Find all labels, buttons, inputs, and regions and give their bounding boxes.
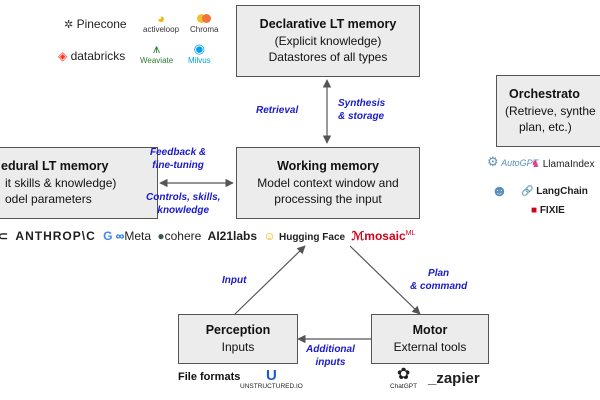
milvus-logo: ◉ Milvus: [188, 41, 211, 66]
file-formats-label: File formats: [178, 371, 240, 383]
procedural-memory-line2: odel parameters: [5, 192, 92, 207]
llamaindex-logo: ♞ LlamaIndex: [531, 159, 595, 170]
working-memory-line1: Model context window and: [257, 175, 399, 190]
orchestrator-box: Orchestrato (Retrieve, synthe plan, etc.…: [496, 75, 600, 147]
perception-title: Perception: [205, 323, 271, 337]
unstructured-icon: U: [266, 367, 277, 384]
label-synthesis-text: Synthesis: [338, 98, 386, 109]
label-finetuning-text: fine-tuning: [152, 160, 204, 171]
mosaic-ml-superscript: ML: [405, 230, 416, 237]
robot-icon: ☻: [491, 183, 508, 200]
label-input-text: Input: [222, 275, 247, 286]
label-retrieval-text: Retrieval: [256, 105, 299, 116]
perception-line1: Inputs: [221, 339, 255, 354]
robot-icon-logo: ☻: [491, 183, 508, 201]
anthropic-logo: ANTHROP\C: [15, 229, 96, 243]
chroma-logo: Chroma: [190, 12, 218, 34]
fixie-logo: ■ FIXIE: [531, 205, 565, 216]
meta-logo: Meta: [124, 229, 152, 243]
hugging-face-icon: ☺: [263, 229, 276, 243]
arrow-working-motor: [349, 245, 421, 315]
weaviate-logo: ⩚ Weaviate: [140, 41, 174, 66]
arrow-perception-working: [234, 245, 306, 315]
motor-box: Motor External tools: [371, 314, 489, 364]
orchestrator-title: Orchestrato: [509, 87, 580, 101]
zapier-logo: _zapier: [428, 370, 480, 387]
google-icon: G: [103, 229, 113, 243]
activeloop-logo: ◕ activeloop: [143, 11, 180, 34]
weaviate-icon: ⩚: [152, 41, 161, 56]
mosaic-logo: mosaic: [364, 229, 406, 243]
label-knowledge-text: knowledge: [157, 205, 210, 216]
declarative-memory-title: Declarative LT memory: [259, 17, 397, 31]
chatgpt-logo: ✿ ChatGPT: [390, 366, 418, 390]
activeloop-icon: ◕: [157, 11, 165, 26]
orchestrator-line2: plan, etc.): [519, 120, 572, 135]
milvus-icon: ◉: [193, 41, 205, 56]
databricks-logo: ◈ databricks: [58, 49, 126, 63]
label-retrieval: Retrieval: [256, 104, 298, 117]
file-formats-text: File formats: [178, 371, 241, 383]
declarative-memory-box: Declarative LT memory (Explicit knowledg…: [236, 5, 420, 77]
hugging-face-logo: Hugging Face: [278, 232, 346, 243]
pinecone-logo: ✲ Pinecone: [64, 17, 127, 31]
label-controls-text: Controls, skills,: [146, 192, 221, 203]
cohere-logo: cohere: [164, 229, 202, 243]
procedural-memory-line1: it skills & knowledge): [5, 175, 117, 190]
label-command-text: & command: [410, 281, 468, 292]
autogpt-icon: ⚙: [487, 154, 499, 169]
chatgpt-icon: ✿: [396, 366, 411, 383]
ai21-logo: AI21labs: [207, 229, 258, 243]
label-plan-command: Plan & command: [410, 267, 467, 293]
langchain-logo: 🔗 LangChain: [521, 186, 588, 197]
procedural-memory-title: edural LT memory: [1, 159, 109, 173]
label-feedback-finetuning: Feedback & fine-tuning: [150, 146, 206, 172]
label-synthesis-storage: Synthesis & storage: [338, 97, 385, 123]
meta-icon: ∞: [115, 229, 125, 243]
llama-icon: ♞: [531, 159, 540, 170]
label-feedback-text: Feedback &: [150, 147, 207, 158]
label-inputs-text: inputs: [315, 357, 346, 368]
unstructured-logo: U UNSTRUCTURED.IO: [240, 367, 303, 390]
label-additional-inputs: Additional inputs: [306, 343, 355, 369]
working-memory-box: Working memory Model context window and …: [236, 147, 420, 219]
cohere-icon: ●: [157, 229, 165, 243]
working-memory-title: Working memory: [277, 159, 379, 173]
declarative-memory-line2: Datastores of all types: [268, 50, 388, 65]
openai-partial-icon: ⊂: [0, 229, 9, 243]
declarative-memory-line1: (Explicit knowledge): [274, 33, 382, 48]
langchain-icon: 🔗: [521, 186, 534, 197]
working-memory-line2: processing the input: [274, 192, 382, 207]
perception-box: Perception Inputs: [178, 314, 298, 364]
label-storage-text: & storage: [338, 111, 385, 122]
procedural-memory-box: edural LT memory it skills & knowledge) …: [0, 147, 158, 219]
label-input: Input: [222, 274, 246, 287]
chroma-icon: [190, 12, 218, 25]
databricks-icon: ◈: [58, 49, 68, 63]
motor-line1: External tools: [393, 339, 467, 354]
label-controls-knowledge: Controls, skills, knowledge: [146, 191, 220, 217]
autogpt-logo: ⚙ AutoGPT: [487, 154, 539, 169]
label-additional-text: Additional: [306, 344, 355, 355]
motor-title: Motor: [412, 323, 448, 337]
mosaic-icon: ℳ: [351, 229, 365, 243]
fixie-icon: ■: [531, 205, 538, 216]
label-plan-text: Plan: [428, 268, 450, 279]
model-logos-row: ⊂ ANTHROP\C G ∞Meta ●cohere AI21labs ☺ H…: [0, 229, 415, 243]
pinecone-icon: ✲: [64, 19, 74, 31]
orchestrator-line1: (Retrieve, synthe: [505, 103, 596, 118]
